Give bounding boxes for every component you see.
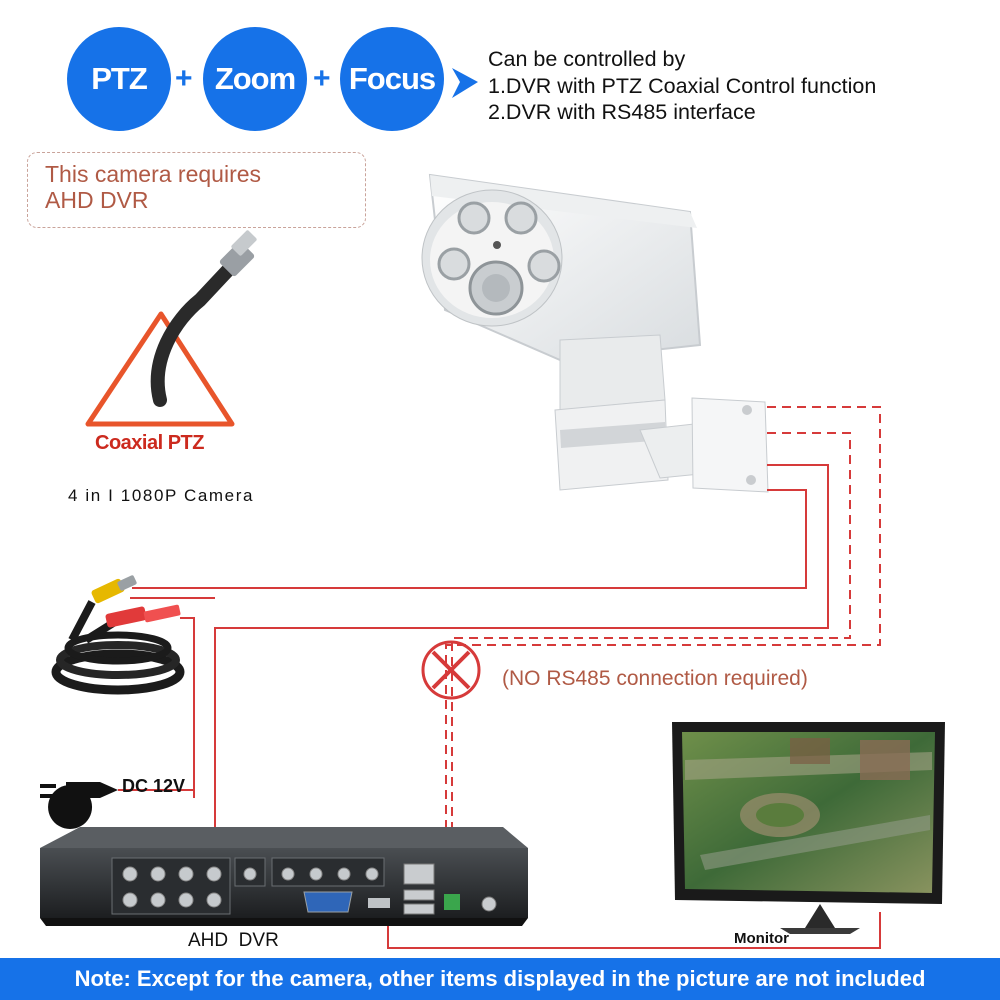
monitor-icon: [672, 722, 945, 934]
ahd-dvr-icon: [40, 827, 528, 926]
ptz-badge: PTZ: [67, 27, 171, 131]
no-connection-icon: [421, 640, 481, 700]
focus-label: Focus: [348, 61, 436, 96]
warning-triangle-icon: [85, 311, 235, 427]
control-option-1: 1.DVR with PTZ Coaxial Control function: [488, 74, 877, 98]
camera-model-label: 4 in I 1080P Camera: [68, 486, 255, 505]
control-option-2: 2.DVR with RS485 interface: [488, 100, 756, 124]
zoom-badge: Zoom: [203, 27, 307, 131]
requirement-box: [27, 152, 366, 228]
footer-note: Note: Except for the camera, other items…: [74, 966, 926, 991]
footer-note-bar: Note: Except for the camera, other items…: [0, 958, 1000, 1000]
zoom-label: Zoom: [214, 61, 296, 96]
cable-bundle-icon: [51, 575, 185, 695]
plus-sign: +: [313, 62, 331, 95]
requirement-line-1: This camera requires: [45, 161, 262, 187]
rs485-note: (NO RS485 connection required): [502, 667, 808, 690]
bnc-connector-icon: [150, 230, 257, 407]
arrow-icon: [452, 68, 478, 98]
plus-sign: +: [175, 62, 193, 95]
ptz-label: PTZ: [91, 61, 148, 96]
control-heading: Can be controlled by: [488, 47, 686, 71]
power-plug-icon: [40, 782, 194, 829]
focus-badge: Focus: [340, 27, 444, 131]
dvr-label: AHD DVR: [188, 930, 279, 951]
requirement-line-2: AHD DVR: [45, 187, 149, 213]
monitor-label: Monitor: [734, 930, 789, 947]
requirement-text: This camera requires AHD DVR: [45, 161, 261, 213]
power-label: DC 12V: [122, 776, 186, 796]
ptz-bullet-camera-icon: [421, 173, 769, 493]
coaxial-ptz-label: Coaxial PTZ: [95, 432, 204, 454]
video-power-wires: [130, 464, 881, 949]
rs485-wires: [445, 406, 881, 870]
